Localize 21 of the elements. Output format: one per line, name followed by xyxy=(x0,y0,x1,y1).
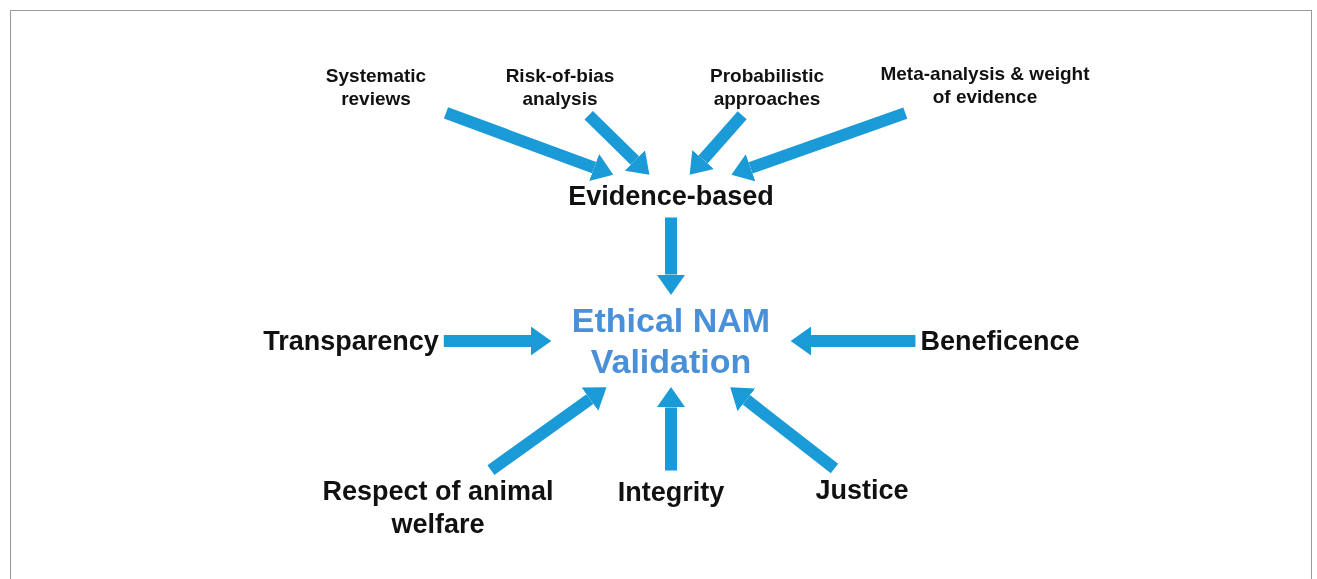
arrow xyxy=(443,107,614,182)
concept-label: Transparency xyxy=(263,324,439,358)
arrow xyxy=(656,217,686,295)
concept-label: Justice xyxy=(815,473,909,507)
concept-label: Evidence-based xyxy=(568,179,774,213)
concept-label: Respect of animal welfare xyxy=(320,475,556,541)
central-title: Ethical NAM Validation xyxy=(556,299,786,383)
concept-label: Systematic reviews xyxy=(311,63,441,111)
arrow xyxy=(731,107,908,182)
arrow xyxy=(689,111,747,175)
concept-label: Meta-analysis & weight of evidence xyxy=(877,61,1093,109)
concept-label: Risk-of-bias analysis xyxy=(490,63,630,111)
arrow xyxy=(656,387,686,471)
concept-label: Integrity xyxy=(617,475,725,509)
concept-label: Probabilistic approaches xyxy=(692,63,842,111)
arrow xyxy=(584,110,650,175)
arrow xyxy=(790,326,916,356)
concept-label: Beneficence xyxy=(920,324,1080,358)
arrow xyxy=(730,387,839,474)
arrow xyxy=(487,387,607,475)
arrow xyxy=(443,326,552,356)
